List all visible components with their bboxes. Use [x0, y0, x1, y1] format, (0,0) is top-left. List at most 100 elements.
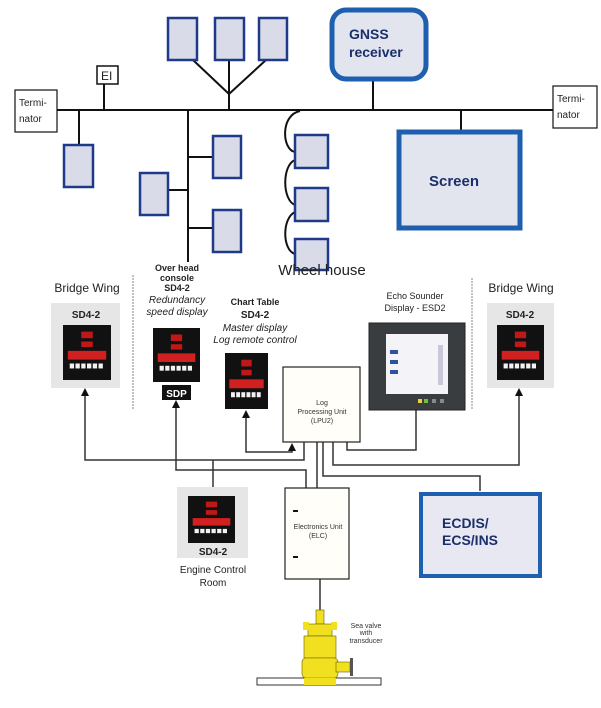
- svg-text:Sea valve: Sea valve: [351, 623, 382, 630]
- svg-text:ECS/INS: ECS/INS: [442, 532, 498, 548]
- electronics-unit: Electronics Unit (ELC): [284, 487, 350, 580]
- display-button: [200, 528, 205, 534]
- display-button: [217, 528, 222, 534]
- overhead-console: Over head console SD4-2 Redundancy speed…: [146, 263, 209, 400]
- svg-text:Bridge Wing: Bridge Wing: [54, 281, 119, 295]
- terminator-left: Termi- nator: [14, 89, 58, 133]
- display-button: [98, 363, 103, 369]
- svg-text:EI: EI: [101, 69, 112, 83]
- wiring: [81, 388, 523, 612]
- terminator-right: Termi- nator: [552, 85, 598, 129]
- svg-text:GNSS: GNSS: [349, 26, 389, 42]
- speed-readout: [241, 359, 252, 367]
- display-button: [231, 392, 235, 398]
- svg-text:Redundancy: Redundancy: [149, 295, 206, 306]
- sdp-badge: [162, 385, 191, 400]
- engine-control-room: SD4-2 Engine Control Room: [177, 487, 248, 589]
- sd4-2-display-unit: [225, 353, 268, 409]
- speed-readout: [205, 501, 218, 508]
- sd4-2-display-unit: [497, 325, 544, 380]
- network-node: [293, 133, 330, 170]
- sea-valve: Sea valve with transducer: [256, 609, 383, 686]
- display-button: [176, 365, 181, 371]
- gnss-receiver: GNSS receiver: [329, 7, 429, 82]
- network-node: [293, 186, 330, 223]
- speed-readout: [81, 341, 93, 347]
- svg-text:nator: nator: [557, 110, 580, 121]
- sd4-2-display-unit: [153, 328, 200, 382]
- network-node: [138, 171, 170, 217]
- screen: Screen: [396, 129, 523, 231]
- display-button: [75, 363, 80, 369]
- display-button: [222, 528, 228, 534]
- network-node: [166, 16, 199, 62]
- svg-text:with: with: [359, 630, 373, 637]
- svg-text:Display - ESD2: Display - ESD2: [384, 303, 445, 313]
- sd4-2-display-unit: [188, 496, 235, 543]
- speed-readout: [514, 331, 527, 339]
- display-button: [236, 392, 241, 398]
- ei-box: EI: [96, 65, 119, 110]
- display-button: [514, 363, 520, 369]
- svg-text:SD4-2: SD4-2: [241, 310, 270, 321]
- svg-text:Screen: Screen: [429, 173, 479, 190]
- display-button: [251, 392, 256, 398]
- speed-readout: [514, 341, 527, 347]
- display-button: [205, 528, 211, 534]
- bridge-wing-left: Bridge Wing SD4-2: [51, 281, 120, 388]
- display-button: [503, 363, 508, 369]
- network-node: [213, 16, 246, 62]
- display-button: [520, 363, 525, 369]
- display-button: [241, 392, 246, 398]
- bridge-wing-right: Bridge Wing SD4-2: [487, 281, 554, 388]
- svg-text:Engine Control: Engine Control: [180, 565, 246, 576]
- display-button: [182, 365, 187, 371]
- svg-text:Master display: Master display: [223, 323, 288, 334]
- svg-text:Room: Room: [200, 578, 227, 589]
- wheelhouse-section: Wheel house Bridge Wing: [51, 262, 554, 686]
- svg-text:speed display: speed display: [146, 307, 208, 318]
- svg-text:(LPU2): (LPU2): [311, 418, 333, 425]
- distance-readout: [157, 353, 196, 363]
- display-button: [187, 365, 193, 371]
- svg-text:receiver: receiver: [349, 44, 403, 60]
- display-button: [194, 528, 199, 534]
- svg-text:Echo Sounder: Echo Sounder: [386, 291, 443, 301]
- svg-text:(ELC): (ELC): [309, 533, 327, 540]
- log-processing-unit: Log Processing Unit (LPU2): [282, 366, 361, 443]
- svg-text:SD4-2: SD4-2: [164, 283, 190, 293]
- display-button: [256, 392, 261, 398]
- distance-readout: [192, 518, 231, 526]
- display-button: [526, 363, 531, 369]
- display-button: [509, 363, 514, 369]
- sd4-2-display-unit: [63, 325, 111, 380]
- svg-text:SD4-2: SD4-2: [199, 547, 228, 558]
- svg-text:Chart Table: Chart Table: [231, 297, 280, 307]
- svg-text:Log: Log: [316, 400, 328, 407]
- display-button: [165, 365, 170, 371]
- svg-text:Processing Unit: Processing Unit: [297, 409, 346, 416]
- display-button: [531, 363, 537, 369]
- svg-text:Termi-: Termi-: [557, 94, 585, 105]
- chart-table: Chart Table SD4-2 Master display Log rem…: [213, 297, 297, 409]
- display-button: [159, 365, 164, 371]
- speed-readout: [170, 334, 183, 341]
- speed-readout: [241, 369, 252, 376]
- svg-text:SD4-2: SD4-2: [506, 310, 535, 321]
- svg-text:SD4-2: SD4-2: [72, 310, 101, 321]
- speed-readout: [170, 344, 183, 350]
- svg-text:console: console: [160, 273, 194, 283]
- network-node: [211, 134, 243, 180]
- network-section: Termi- nator Termi- nator EI: [14, 7, 598, 272]
- display-button: [69, 363, 75, 369]
- display-button: [211, 528, 216, 534]
- distance-readout: [67, 350, 107, 360]
- network-node: [257, 16, 289, 62]
- svg-text:Termi-: Termi-: [19, 98, 47, 109]
- svg-text:Bridge Wing: Bridge Wing: [488, 281, 553, 295]
- svg-text:Electronics Unit: Electronics Unit: [294, 524, 343, 531]
- network-node: [211, 208, 243, 254]
- display-button: [246, 392, 251, 398]
- svg-text:transducer: transducer: [349, 638, 383, 645]
